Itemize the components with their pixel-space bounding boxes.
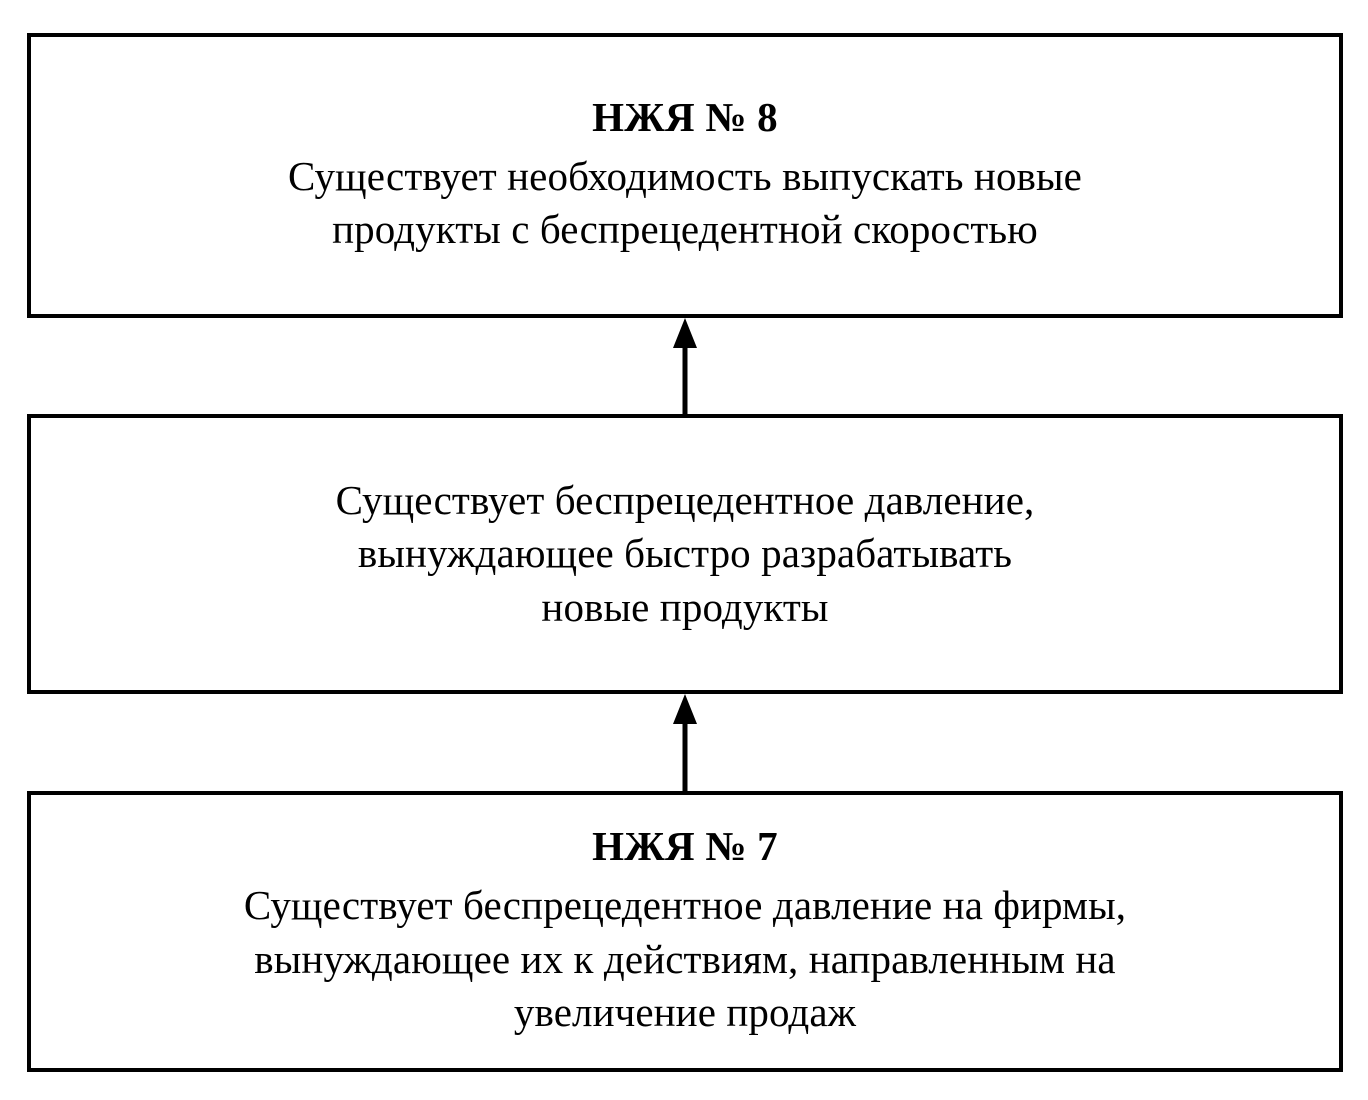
node-8-line-1: Существует необходимость выпускать новые: [288, 152, 1082, 199]
arrow-up-icon: [673, 318, 697, 414]
arrow-middle-to-nzha-8: [665, 318, 705, 414]
node-7-line-2: вынуждающее их к действиям, направленным…: [254, 935, 1116, 982]
node-7-line-3: увеличение продаж: [513, 988, 857, 1035]
node-middle-line-3: новые продукты: [541, 583, 829, 630]
node-middle-line-1: Существует беспрецедентное давление,: [335, 477, 1035, 524]
node-7-line-1: Существует беспрецедентное давление на ф…: [243, 882, 1127, 929]
node-middle-line-2: вынуждающее быстро разрабатывать: [357, 530, 1013, 577]
node-box-nzha-7[interactable]: НЖЯ № 7 Существует беспрецедентное давле…: [27, 791, 1343, 1072]
node-8-line-2: продукты с беспрецедентной скоростью: [332, 206, 1038, 253]
arrow-nzha-7-to-middle: [665, 694, 705, 791]
node-8-title: НЖЯ № 8: [592, 93, 778, 140]
node-box-nzha-8[interactable]: НЖЯ № 8 Существует необходимость выпуска…: [27, 33, 1343, 318]
arrow-up-icon: [673, 694, 697, 791]
node-box-pressure-develop[interactable]: Существует беспрецедентное давление, вын…: [27, 414, 1343, 694]
node-7-title: НЖЯ № 7: [592, 822, 778, 869]
